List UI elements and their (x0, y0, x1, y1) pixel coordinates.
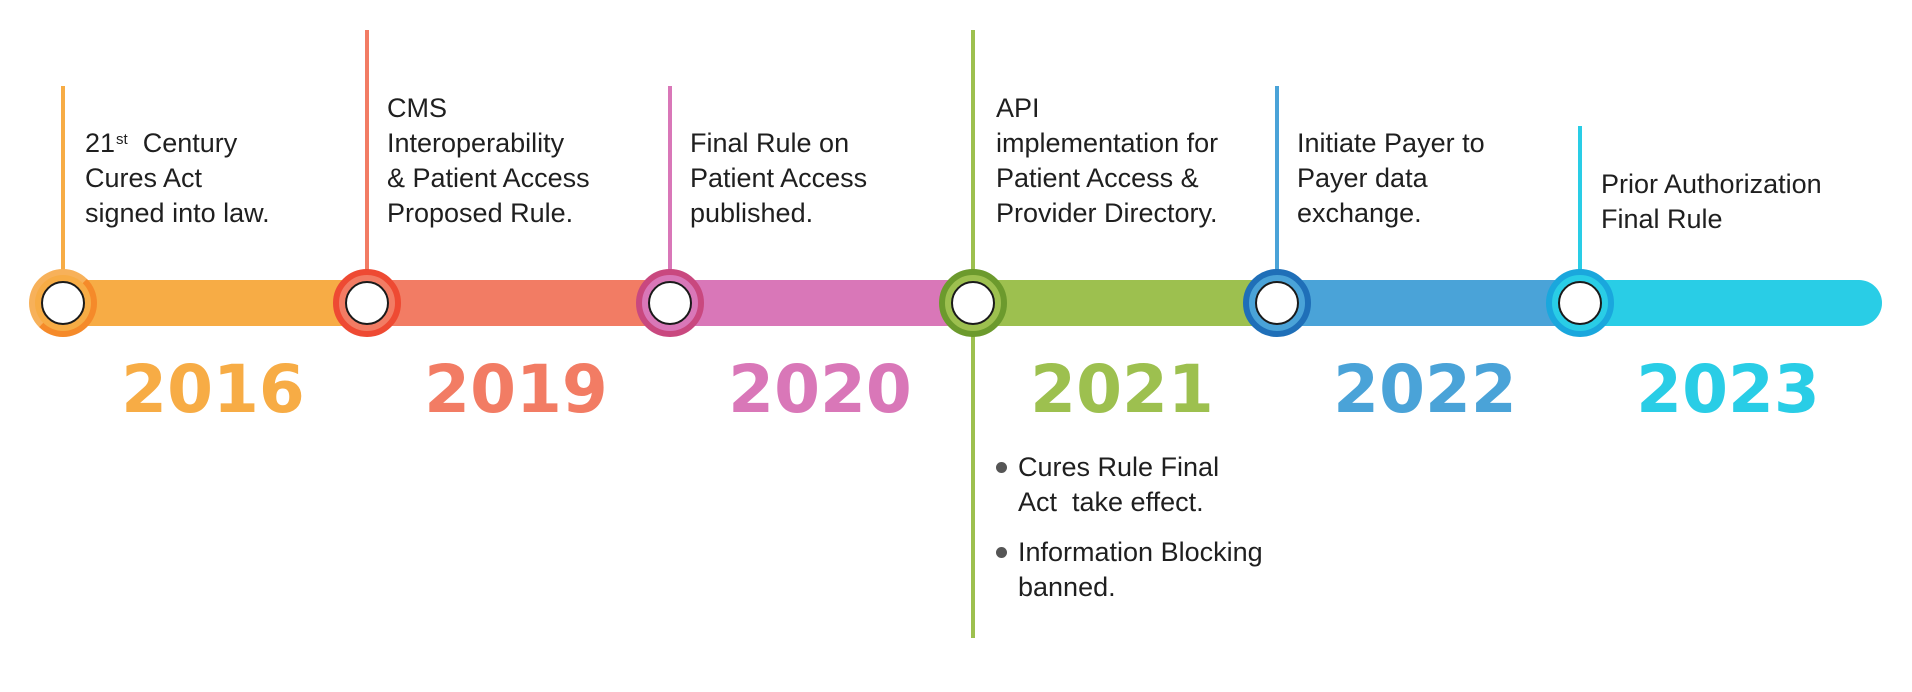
connector-line-2020 (668, 86, 672, 283)
milestone-node-2022 (1243, 269, 1311, 337)
milestone-description-2020: Final Rule on Patient Access published. (690, 128, 868, 228)
bullet-item: Cures Rule Final Act take effect. (996, 450, 1263, 520)
milestone-description-2016: 21st Century Cures Act signed into law. (85, 128, 270, 228)
bar-segment-2022 (1276, 280, 1579, 326)
bullet-item: Information Blocking banned. (996, 535, 1263, 605)
milestone-node-2021 (939, 269, 1007, 337)
milestone-node-2020 (636, 269, 704, 337)
bar-segment-2020 (669, 280, 972, 326)
year-label-2019: 2019 (424, 351, 608, 428)
bullet-dot-icon (996, 462, 1007, 473)
milestone-node-2019 (333, 269, 401, 337)
milestone-node-2016 (29, 269, 97, 337)
bullet-list-2021: Cures Rule Final Act take effect. Inform… (996, 450, 1263, 620)
milestone-description-2023: Prior Authorization Final Rule (1601, 169, 1822, 234)
bullet-dot-icon (996, 547, 1007, 558)
milestone-description-2019: CMS Interoperability & Patient Access Pr… (387, 93, 590, 228)
bar-segment-2021 (972, 280, 1276, 326)
bar-segment-2023 (1579, 280, 1882, 326)
year-label-2016: 2016 (121, 351, 305, 428)
bar-segment-2019 (366, 280, 669, 326)
connector-line-2023 (1578, 126, 1582, 283)
year-label-2022: 2022 (1333, 351, 1517, 428)
year-label-2020: 2020 (728, 351, 912, 428)
connector-line-2019 (365, 30, 369, 283)
milestone-node-2023 (1546, 269, 1614, 337)
milestone-description-2021: API implementation for Patient Access & … (996, 93, 1219, 228)
milestone-description-2022: Initiate Payer to Payer data exchange. (1297, 128, 1485, 228)
year-label-2021: 2021 (1030, 351, 1214, 428)
connector-line-2016 (61, 86, 65, 283)
connector-line-2022 (1275, 86, 1279, 283)
year-label-2023: 2023 (1636, 351, 1820, 428)
